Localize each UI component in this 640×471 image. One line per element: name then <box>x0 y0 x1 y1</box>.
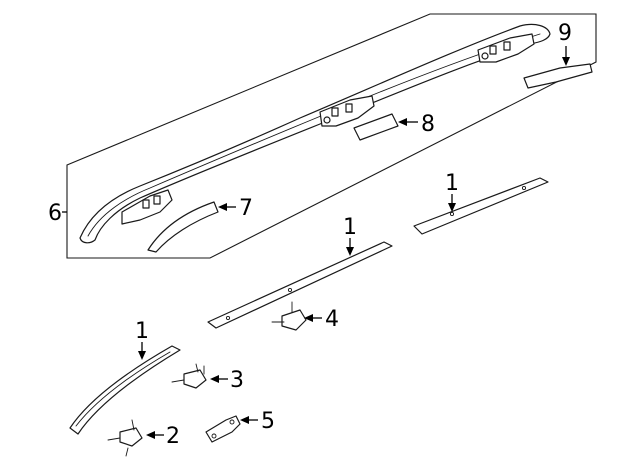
callout-7: 7 <box>239 196 253 221</box>
bracket-5 <box>205 415 241 443</box>
roof-rail <box>79 23 551 244</box>
callout-6: 6 <box>48 201 62 226</box>
callout-1-center: 1 <box>343 215 357 240</box>
callout-2: 2 <box>166 424 180 449</box>
front-end-cover <box>523 63 593 89</box>
roof-strip-right <box>413 177 549 235</box>
rear-end-cover <box>147 201 219 253</box>
callout-1-rear: 1 <box>135 319 149 344</box>
roof-strip-center <box>207 241 393 329</box>
roof-strip-rear <box>69 345 181 435</box>
callout-5: 5 <box>261 409 275 434</box>
clip-2 <box>107 419 143 457</box>
clip-3 <box>171 363 207 389</box>
center-pad <box>353 113 399 141</box>
leader-lines <box>62 46 570 439</box>
callout-3: 3 <box>230 368 244 393</box>
clip-4 <box>271 301 307 331</box>
callout-8: 8 <box>421 112 435 137</box>
callout-9: 9 <box>558 21 572 46</box>
callout-1-right: 1 <box>445 171 459 196</box>
assembly-frame <box>66 13 597 259</box>
callout-4: 4 <box>325 307 339 332</box>
